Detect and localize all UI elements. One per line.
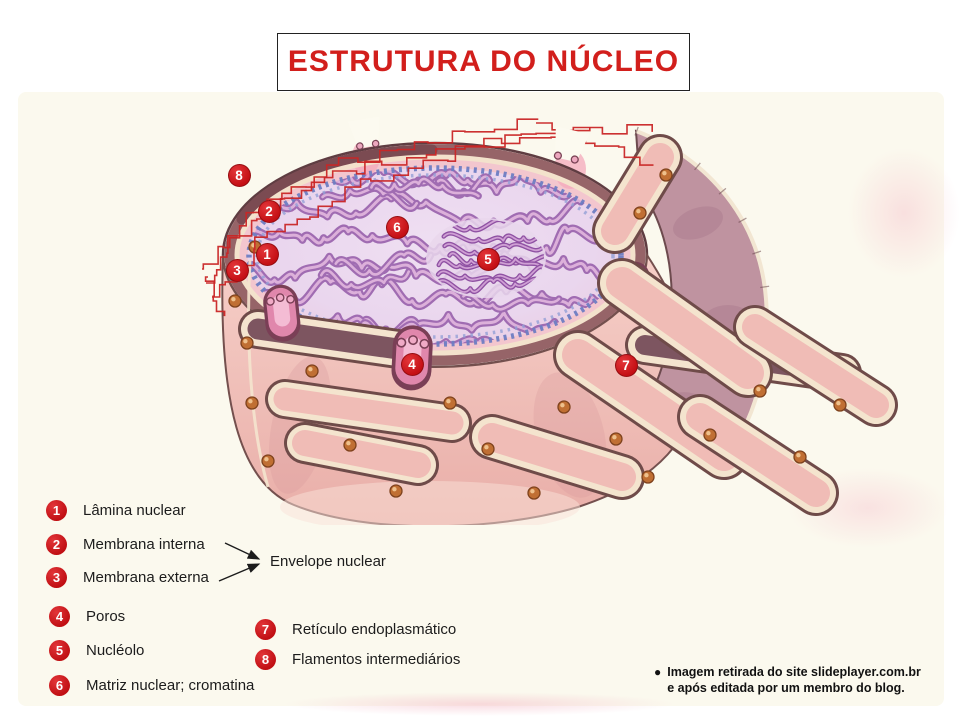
title-box: ESTRUTURA DO NÚCLEO — [277, 33, 690, 91]
legend-label-3: Membrana externa — [83, 569, 209, 586]
legend-number-5: 5 — [49, 640, 70, 661]
diagram-marker-2: 2 — [257, 199, 281, 223]
bullet-icon: ● — [654, 665, 662, 679]
legend-number-6: 6 — [49, 675, 70, 696]
legend-number-3: 3 — [46, 567, 67, 588]
legend-number-7: 7 — [255, 619, 276, 640]
legend-item-4: 4 Poros — [49, 606, 125, 627]
envelope-nuclear-label: Envelope nuclear — [270, 553, 386, 570]
image-credit: ● Imagem retirada do site slideplayer.co… — [654, 664, 921, 696]
credit-line-1: Imagem retirada do site slideplayer.com.… — [667, 665, 921, 679]
legend-item-6: 6 Matriz nuclear; cromatina — [49, 675, 254, 696]
legend-label-8: Flamentos intermediários — [292, 651, 461, 668]
diagram-marker-7: 7 — [614, 353, 638, 377]
diagram-marker-3: 3 — [225, 258, 249, 282]
legend-label-4: Poros — [86, 608, 126, 625]
legend-label-7: Retículo endoplasmático — [292, 621, 457, 638]
legend-item-5: 5 Nucléolo — [49, 640, 144, 661]
credit-line-2: e após editada por um membro do blog. — [667, 681, 905, 695]
page-title: ESTRUTURA DO NÚCLEO — [287, 45, 680, 78]
legend-number-1: 1 — [46, 500, 67, 521]
diagram-marker-1: 1 — [255, 242, 279, 266]
legend-item-8: 8 Flamentos intermediários — [255, 649, 460, 670]
legend-item-3: 3 Membrana externa — [46, 567, 209, 588]
legend-label-6: Matriz nuclear; cromatina — [86, 677, 255, 694]
legend-label-2: Membrana interna — [83, 536, 205, 553]
legend-label-5: Nucléolo — [86, 642, 145, 659]
legend-number-4: 4 — [49, 606, 70, 627]
legend-item-7: 7 Retículo endoplasmático — [255, 619, 456, 640]
legend-label-1: Lâmina nuclear — [83, 502, 186, 519]
slide-background — [18, 92, 944, 706]
legend-number-2: 2 — [46, 534, 67, 555]
legend-item-1: 1 Lâmina nuclear — [46, 500, 186, 521]
legend-item-2: 2 Membrana interna — [46, 534, 205, 555]
legend-number-8: 8 — [255, 649, 276, 670]
diagram-marker-4: 4 — [400, 352, 424, 376]
legend-arrows — [218, 542, 261, 582]
diagram-marker-5: 5 — [476, 247, 500, 271]
diagram-marker-8: 8 — [227, 163, 251, 187]
diagram-marker-6: 6 — [385, 215, 409, 239]
